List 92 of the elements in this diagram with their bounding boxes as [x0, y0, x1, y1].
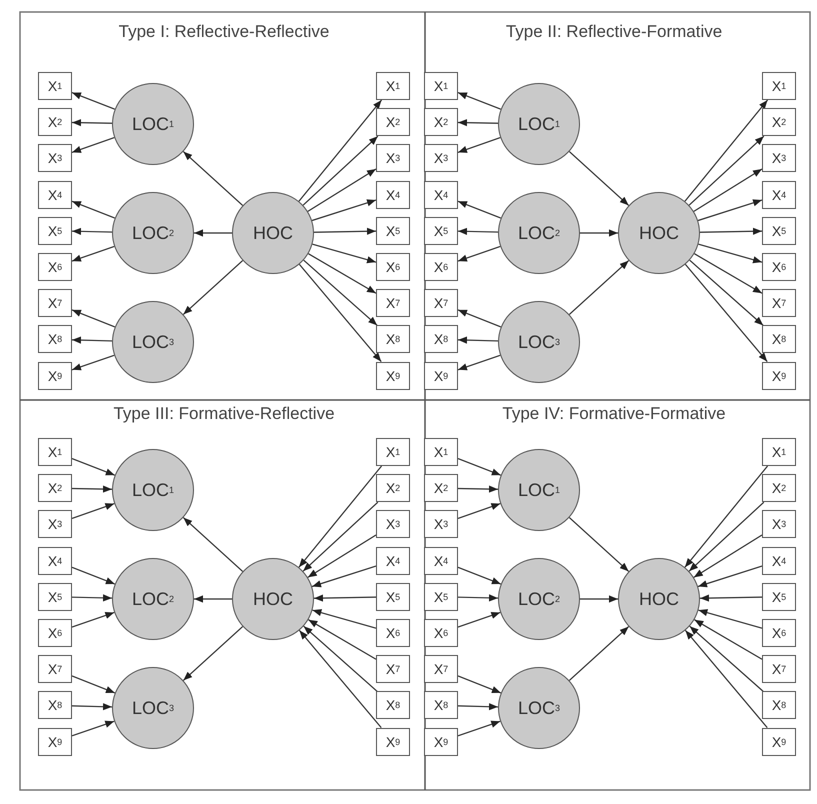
arrow: [308, 253, 376, 294]
arrow: [72, 485, 112, 493]
arrow: [298, 466, 382, 568]
arrow: [568, 260, 630, 315]
arrow: [684, 264, 768, 362]
arrow: [684, 630, 768, 728]
arrow: [684, 466, 768, 568]
arrow: [698, 565, 762, 588]
arrow: [72, 336, 112, 344]
panel-title: Type I: Reflective-Reflective: [118, 22, 330, 42]
arrow: [312, 609, 376, 629]
arrow: [72, 354, 114, 370]
arrow: [700, 228, 762, 235]
arrow: [194, 595, 232, 603]
arrow: [694, 534, 762, 578]
arrow: [568, 517, 630, 572]
arrow: [568, 151, 630, 206]
arrow: [458, 200, 502, 219]
arrow: [72, 612, 114, 628]
arrow: [308, 619, 376, 660]
arrow: [458, 354, 500, 370]
arrow: [298, 630, 382, 728]
arrow: [308, 534, 376, 578]
arrow: [182, 626, 244, 681]
arrow: [458, 612, 500, 628]
arrow: [303, 260, 378, 326]
arrow: [458, 703, 498, 710]
construct-circle: HOC: [232, 558, 314, 640]
arrow: [580, 595, 618, 603]
arrow: [72, 246, 114, 262]
arrow: [568, 626, 630, 681]
arrow: [458, 503, 501, 519]
arrow: [182, 517, 244, 572]
arrow: [72, 200, 116, 219]
arrow: [458, 137, 501, 153]
construct-circle: HOC: [618, 192, 700, 274]
arrow: [698, 244, 762, 264]
arrow: [302, 502, 378, 572]
arrow: [72, 309, 116, 328]
arrow: [312, 244, 376, 264]
arrow: [458, 675, 502, 694]
arrow: [314, 594, 376, 602]
arrow: [72, 720, 114, 736]
arrow: [298, 100, 382, 202]
arrow: [312, 565, 376, 588]
arrow: [689, 260, 764, 326]
arrow: [458, 720, 500, 736]
arrow: [72, 503, 115, 519]
arrow: [72, 566, 116, 585]
arrow: [72, 458, 115, 476]
panel-title: Type IV: Formative-Formative: [502, 404, 726, 424]
arrow: [458, 228, 498, 235]
arrow: [458, 485, 498, 493]
arrow: [194, 229, 232, 237]
arrow: [694, 168, 762, 212]
arrow: [298, 264, 382, 362]
arrow: [694, 253, 762, 294]
arrow: [458, 309, 502, 328]
arrow: [458, 594, 498, 602]
arrow: [458, 92, 501, 110]
arrow: [72, 92, 115, 110]
arrow: [303, 626, 378, 692]
arrow: [698, 609, 762, 629]
arrow: [698, 199, 762, 222]
arrow: [72, 703, 112, 710]
arrow: [458, 246, 500, 262]
arrow: [684, 100, 768, 202]
arrow: [72, 228, 112, 235]
arrow: [689, 626, 764, 692]
arrow: [308, 168, 376, 212]
arrow: [182, 151, 244, 206]
arrow: [312, 199, 376, 222]
construct-circle: HOC: [618, 558, 700, 640]
arrow: [688, 502, 764, 572]
arrow: [72, 119, 112, 126]
arrow: [688, 136, 764, 206]
arrow: [694, 619, 762, 660]
arrow: [458, 566, 502, 585]
panel-title: Type III: Formative-Reflective: [113, 404, 335, 424]
arrow: [72, 137, 115, 153]
arrow: [72, 594, 112, 602]
arrow: [458, 336, 498, 344]
arrow: [182, 260, 244, 315]
panel-title: Type II: Reflective-Formative: [506, 22, 722, 42]
arrow: [314, 228, 376, 235]
arrow: [458, 458, 501, 476]
arrow: [458, 119, 498, 126]
arrow: [700, 594, 762, 602]
arrow: [302, 136, 378, 206]
construct-circle: HOC: [232, 192, 314, 274]
arrow: [72, 675, 116, 694]
arrow: [580, 229, 618, 237]
